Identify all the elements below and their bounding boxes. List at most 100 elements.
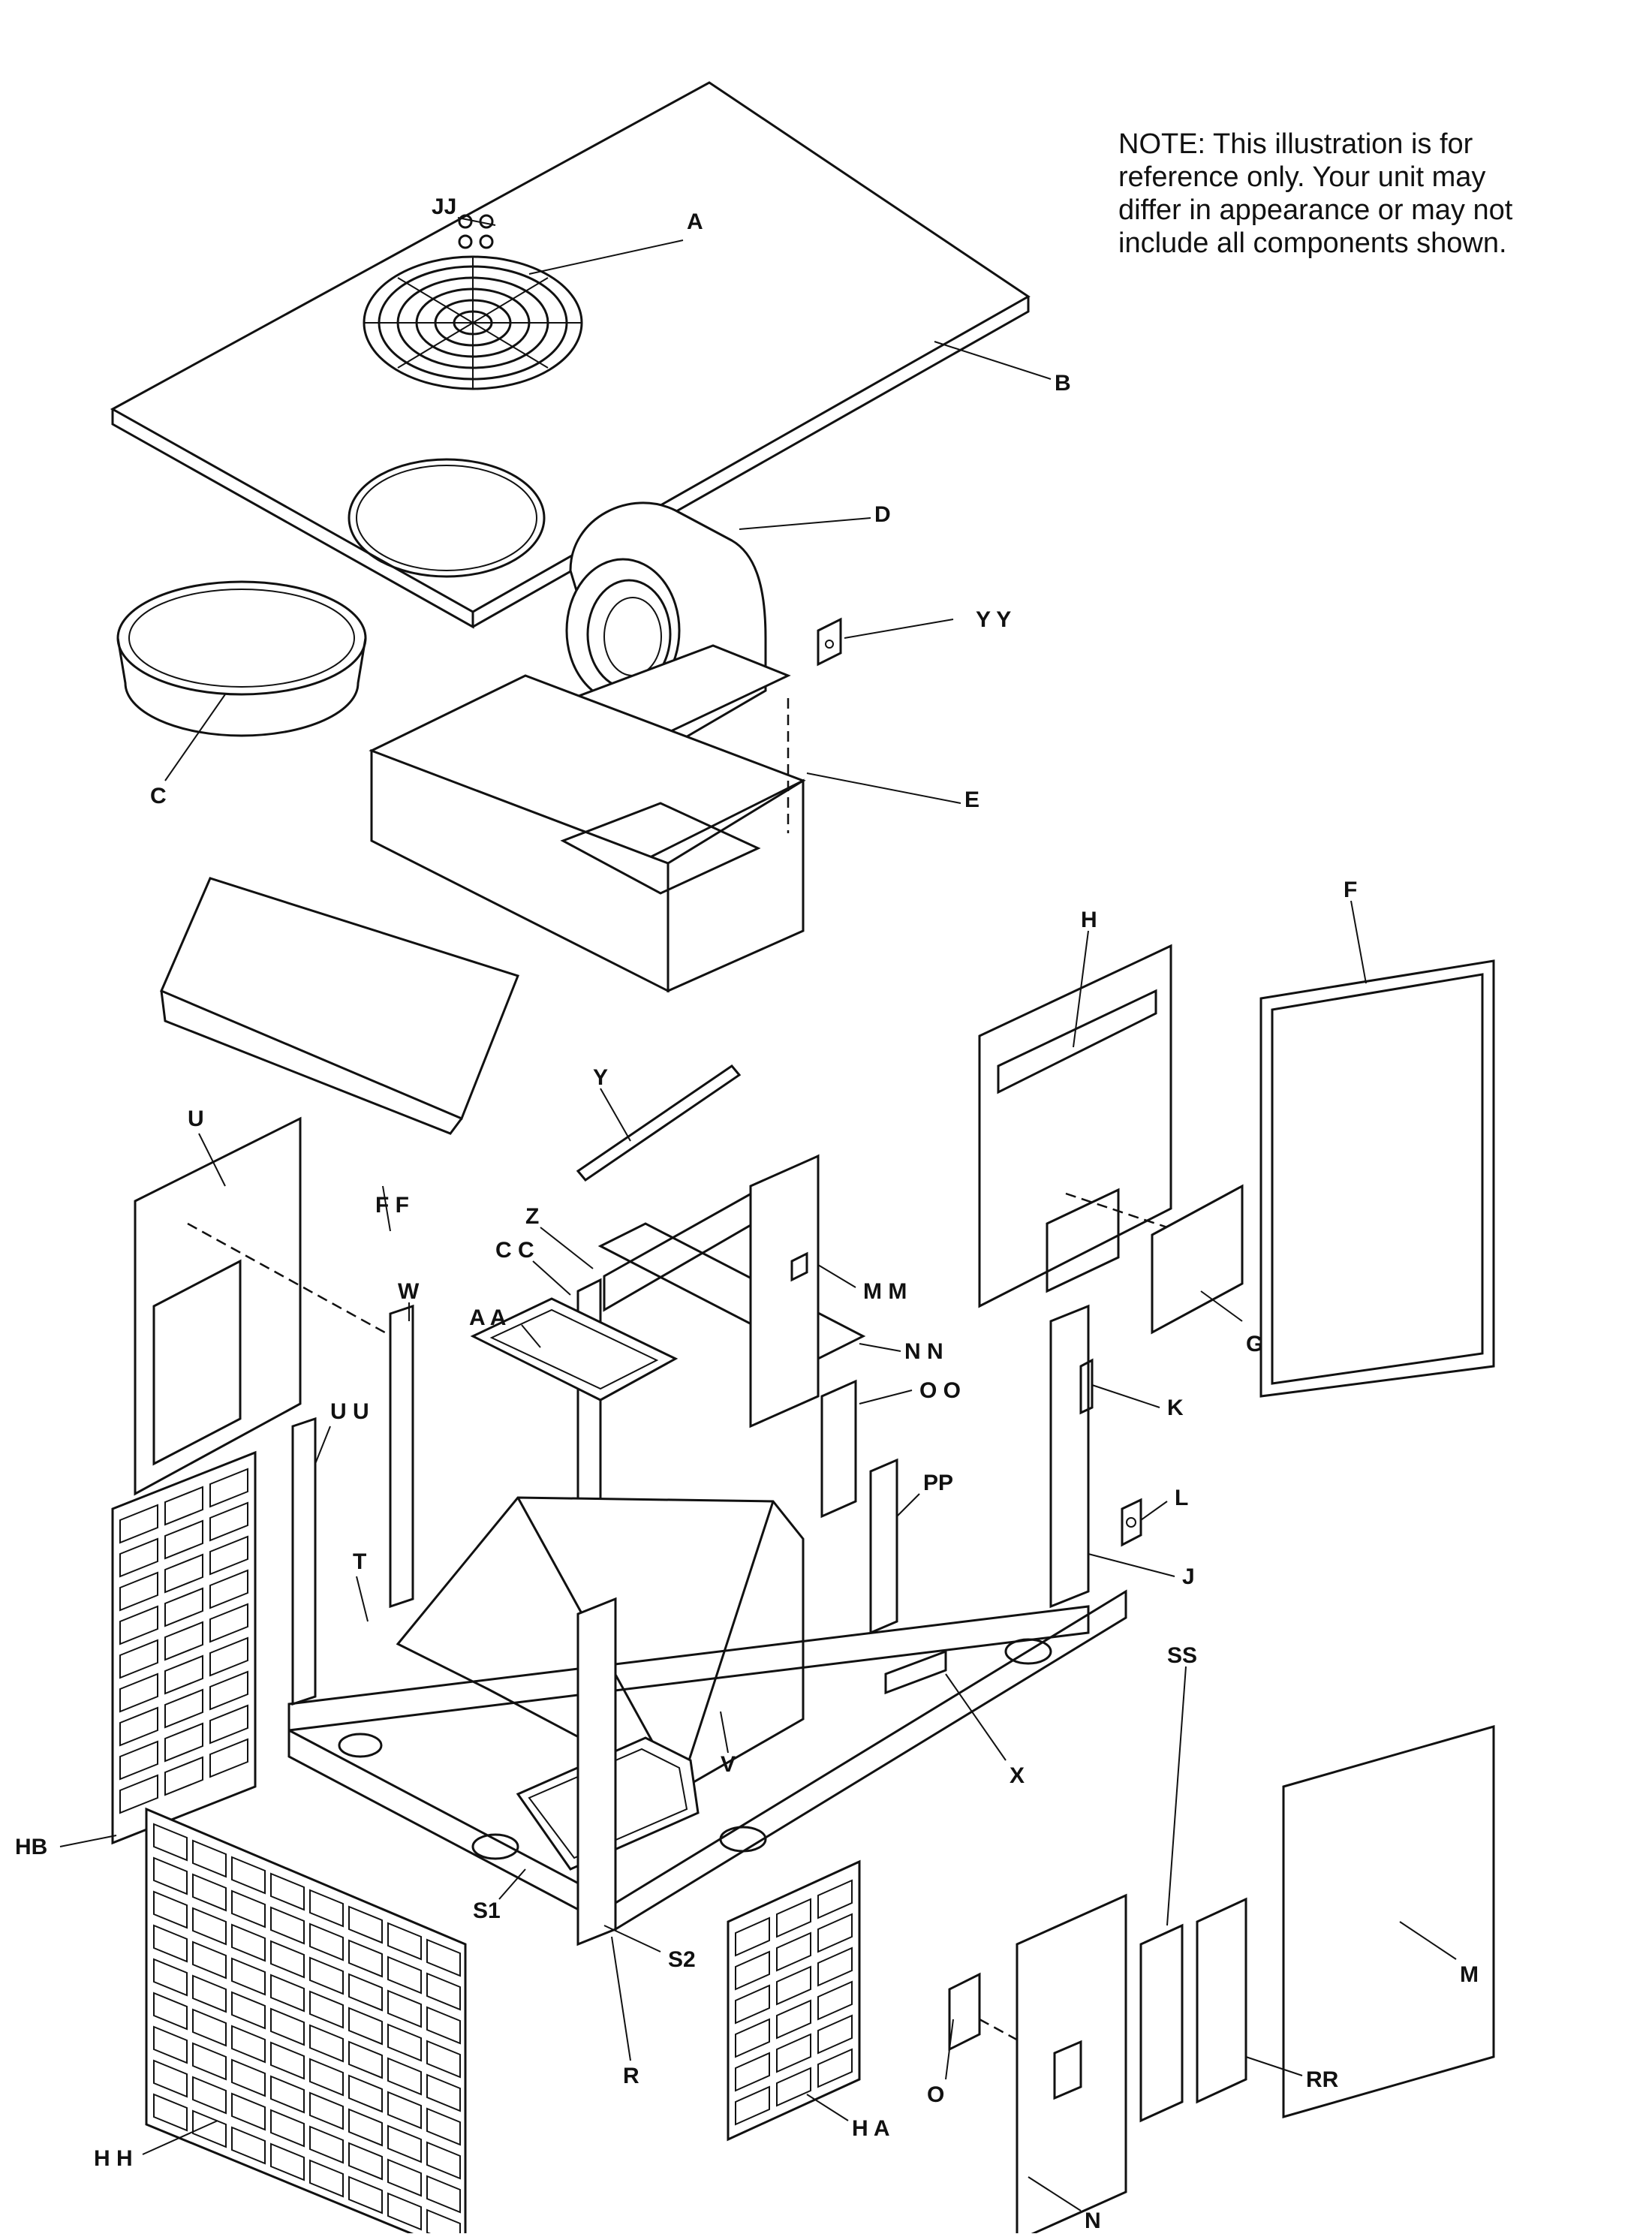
louver-slot — [387, 2091, 422, 2130]
bracket-mm — [790, 1251, 808, 1282]
label-h: H — [1081, 908, 1097, 932]
louver-slot — [270, 2109, 305, 2148]
divider-panel-ff — [160, 877, 519, 1135]
louver-slot — [164, 1553, 203, 1594]
louver-slot — [387, 2158, 422, 2197]
side-grille-hb — [111, 1450, 257, 1845]
label-z: Z — [525, 1204, 539, 1229]
louver-slot — [270, 2041, 305, 2080]
wall-w — [389, 1304, 414, 1609]
louver-slot — [192, 1974, 227, 2013]
leader-lines — [59, 217, 1457, 2211]
louver-slot — [735, 1916, 770, 1957]
louver-slot — [231, 2025, 266, 2064]
callout-labels: JJ A B C D Y Y E F F H F Y U Z C C M M W… — [15, 194, 1479, 2233]
louver-slot — [192, 2076, 227, 2115]
strip-rr — [1196, 1897, 1247, 2104]
louver-slot — [348, 2040, 383, 2079]
louver-slot — [387, 1922, 422, 1961]
louver-slot — [309, 2125, 344, 2164]
fan-grille-a — [363, 255, 583, 390]
louver-slot — [817, 1913, 853, 1953]
blower-wheel-d — [560, 501, 791, 745]
filter-m — [1282, 1725, 1495, 2118]
label-n: N — [1085, 2208, 1101, 2233]
louver-slot — [164, 1587, 203, 1627]
louver-slot — [387, 2023, 422, 2062]
label-jj: JJ — [432, 194, 456, 219]
louver-slot — [387, 2057, 422, 2096]
louver-slot — [270, 1906, 305, 1945]
louver-slot — [209, 1569, 248, 1609]
louver-slot — [426, 2040, 461, 2079]
louver-slot — [209, 1704, 248, 1745]
louver-slot — [776, 2067, 811, 2107]
rail-x — [884, 1649, 947, 1695]
label-x: X — [1010, 1763, 1025, 1788]
label-j: J — [1182, 1564, 1195, 1589]
label-ff: F F — [375, 1193, 409, 1218]
louver-slot — [119, 1740, 158, 1781]
louver-slot — [735, 1950, 770, 1991]
label-m: M — [1460, 1962, 1479, 1987]
louver-slot — [153, 2025, 188, 2064]
louver-slot — [209, 1738, 248, 1778]
label-mm: M M — [863, 1279, 907, 1304]
louver-slot — [776, 2033, 811, 2073]
cover-plate-g — [1151, 1184, 1244, 1335]
front-grille-hh — [145, 1807, 467, 2237]
label-s1: S1 — [473, 1898, 501, 1923]
label-s2: S2 — [668, 1947, 696, 1972]
louver-slot — [309, 2058, 344, 2097]
louver-slot — [426, 1938, 461, 1977]
louver-slot — [209, 1636, 248, 1677]
louver-slot — [153, 2093, 188, 2132]
louver-slot — [270, 2075, 305, 2114]
louver-slot — [231, 2126, 266, 2165]
louver-slot — [209, 1670, 248, 1711]
louver-slot — [209, 1603, 248, 1643]
louver-slot — [209, 1468, 248, 1508]
label-cc: C C — [495, 1238, 534, 1263]
louver-slot — [426, 2107, 461, 2146]
bracket-yy — [817, 617, 842, 667]
louver-slot — [776, 1999, 811, 2040]
louver-slot — [426, 2073, 461, 2112]
louver-slot — [387, 2192, 422, 2231]
louver-slot — [735, 2018, 770, 2058]
blower-housing-e — [369, 674, 806, 993]
louver-slot — [153, 1856, 188, 1895]
louver-slot — [153, 1992, 188, 2031]
label-nn: N N — [904, 1339, 943, 1364]
post-uu — [291, 1417, 317, 1706]
corner-post-r — [576, 1597, 617, 1946]
louver-slot — [348, 2007, 383, 2046]
label-yy: Y Y — [976, 607, 1011, 632]
louver-slot — [270, 1974, 305, 2013]
label-d: D — [874, 502, 891, 527]
support-channel-nn — [597, 1222, 866, 1360]
louver-slot — [309, 1956, 344, 1995]
louver-slot — [776, 1898, 811, 1938]
louver-slot — [817, 1980, 853, 2021]
louver-slot — [192, 2109, 227, 2148]
louver-slot — [348, 1973, 383, 2012]
louver-slot — [119, 1605, 158, 1645]
louver-slot — [309, 1990, 344, 2029]
louver-slot — [387, 1989, 422, 2028]
label-uu: U U — [330, 1399, 369, 1424]
louver-slot — [231, 1991, 266, 2030]
switch-o — [948, 1972, 1022, 2052]
louver-slot — [309, 2024, 344, 2063]
label-g: G — [1246, 1332, 1263, 1356]
louver-slot — [426, 1972, 461, 2011]
label-ha: H A — [852, 2116, 890, 2141]
louver-slot — [192, 1873, 227, 1912]
label-w: W — [398, 1279, 420, 1304]
louver-slot — [817, 1879, 853, 1919]
louver-slot — [776, 1931, 811, 1972]
louver-slot — [270, 1872, 305, 1911]
label-b: B — [1055, 371, 1071, 396]
pan-aa — [470, 1297, 679, 1402]
